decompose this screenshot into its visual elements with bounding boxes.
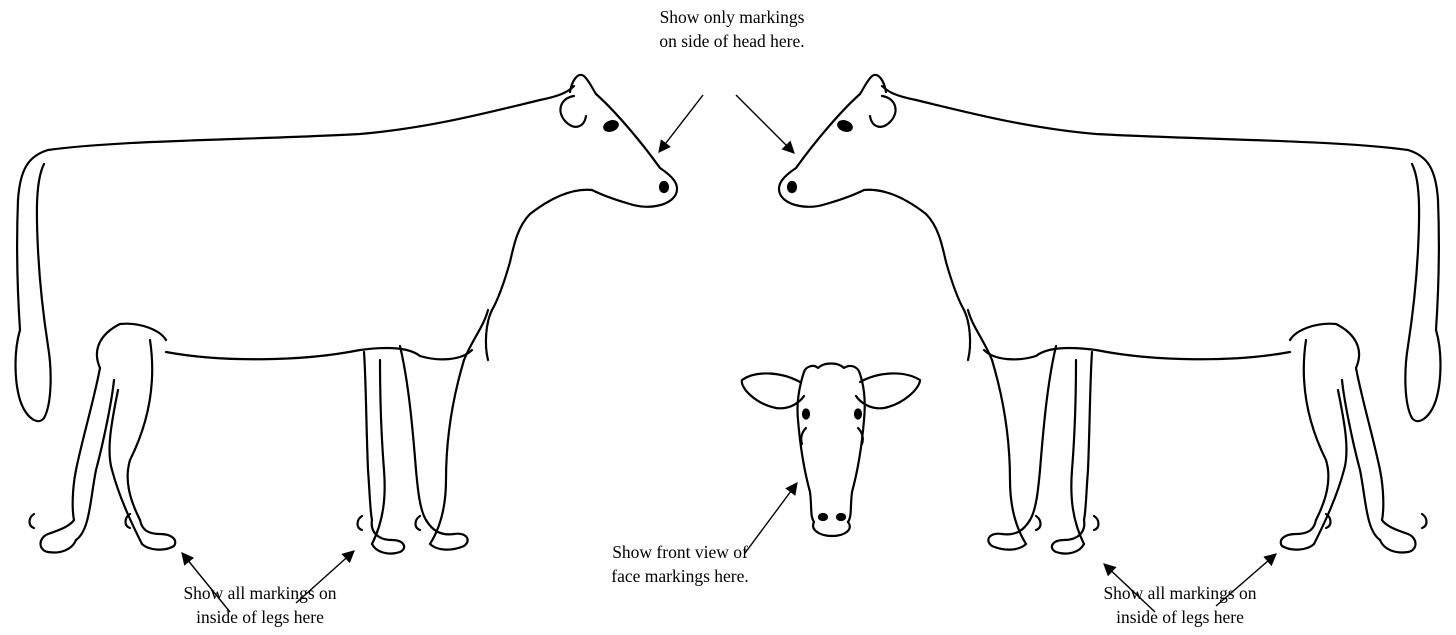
label-legs-left: Show all markings on inside of legs here: [130, 581, 390, 629]
label-legs-left-line2: inside of legs here: [130, 605, 390, 629]
label-side-head-line2: on side of head here.: [582, 29, 882, 53]
arrow-head-left: [659, 95, 703, 152]
cow-right-side-view: [779, 75, 1441, 554]
cow-head-front-view: [742, 364, 920, 537]
label-legs-right-line1: Show all markings on: [1050, 581, 1310, 605]
label-front-face-line2: face markings here.: [545, 564, 815, 588]
label-legs-left-line1: Show all markings on: [130, 581, 390, 605]
label-side-head-line1: Show only markings: [582, 5, 882, 29]
label-front-face: Show front view of face markings here.: [545, 540, 815, 588]
cow-left-side-view: [16, 75, 678, 554]
label-legs-right-line2: inside of legs here: [1050, 605, 1310, 629]
label-legs-right: Show all markings on inside of legs here: [1050, 581, 1310, 629]
arrow-head-right: [736, 95, 794, 153]
label-side-head: Show only markings on side of head here.: [582, 5, 882, 53]
label-front-face-line1: Show front view of: [545, 540, 815, 564]
